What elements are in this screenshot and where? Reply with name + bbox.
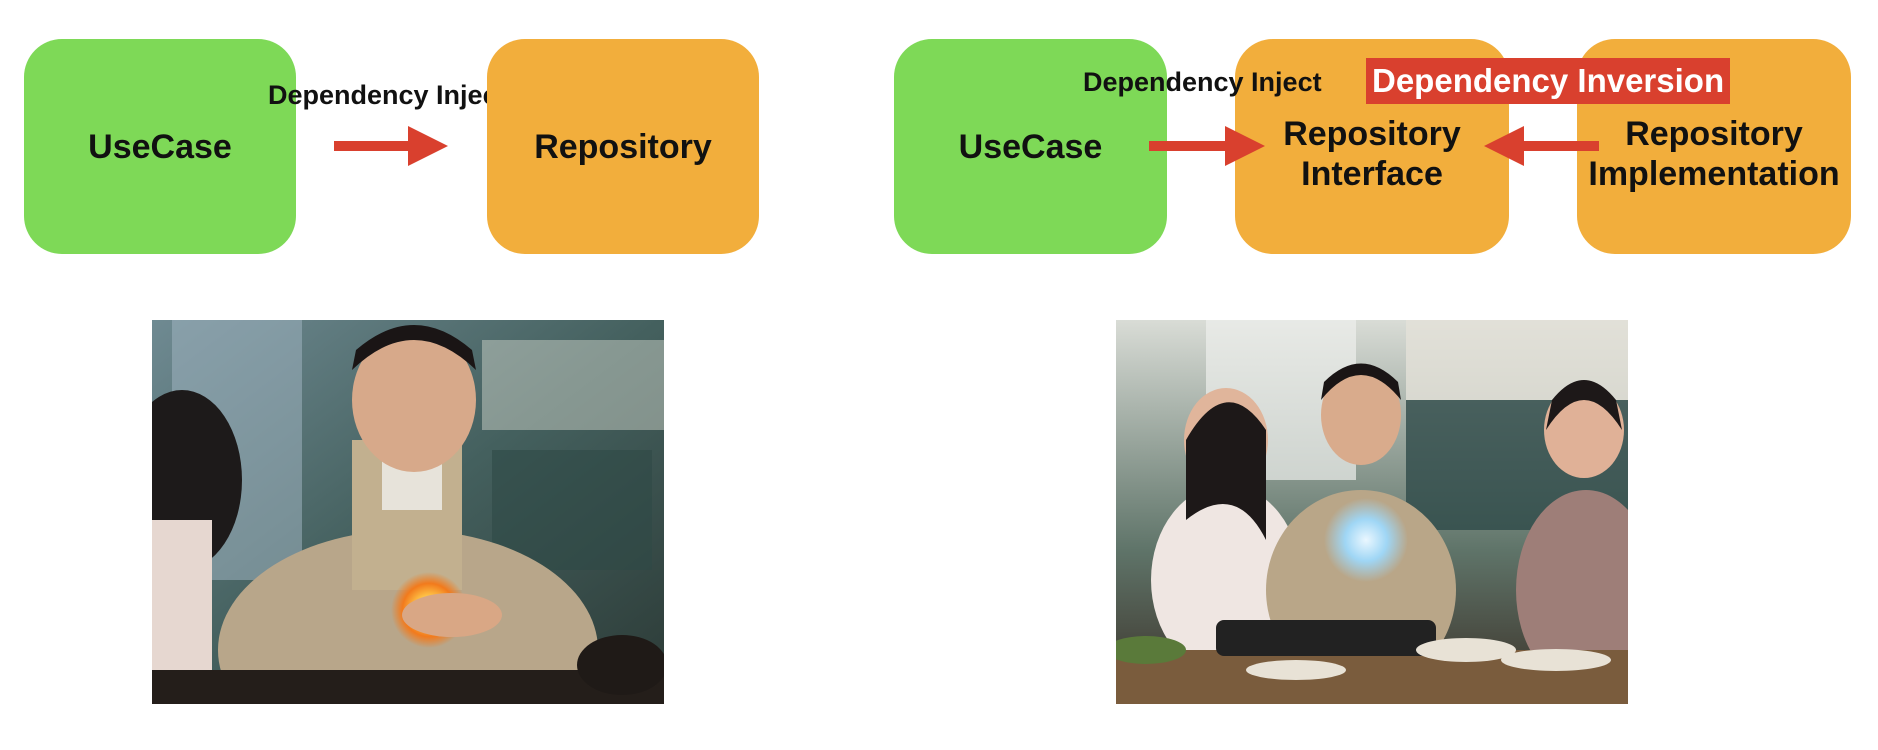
usecase-label: UseCase	[88, 127, 232, 166]
heartburn-photo	[152, 320, 664, 704]
usecase-box-right: UseCase	[894, 39, 1167, 254]
repository-interface-line2: Interface	[1301, 154, 1443, 193]
dependency-inject-label: Dependency Inject	[1083, 67, 1322, 97]
usecase-label: UseCase	[958, 127, 1103, 166]
relief-photo	[1116, 320, 1628, 704]
repository-box: Repository	[487, 39, 759, 254]
inject-arrow-left	[334, 126, 448, 166]
repository-interface-box: Repository Interface	[1235, 39, 1509, 254]
dependency-inject-label: Dependency Inject	[268, 80, 507, 110]
usecase-box-left: UseCase	[24, 39, 296, 254]
dependency-inversion-label: Dependency Inversion	[1366, 58, 1731, 104]
repository-implementation-line2: Implementation	[1588, 154, 1840, 193]
inject-arrow-right	[1149, 126, 1265, 166]
repository-implementation-line1: Repository	[1625, 114, 1803, 153]
repository-label: Repository	[534, 127, 712, 166]
inversion-arrow	[1484, 126, 1599, 166]
repository-interface-line1: Repository	[1283, 114, 1461, 153]
